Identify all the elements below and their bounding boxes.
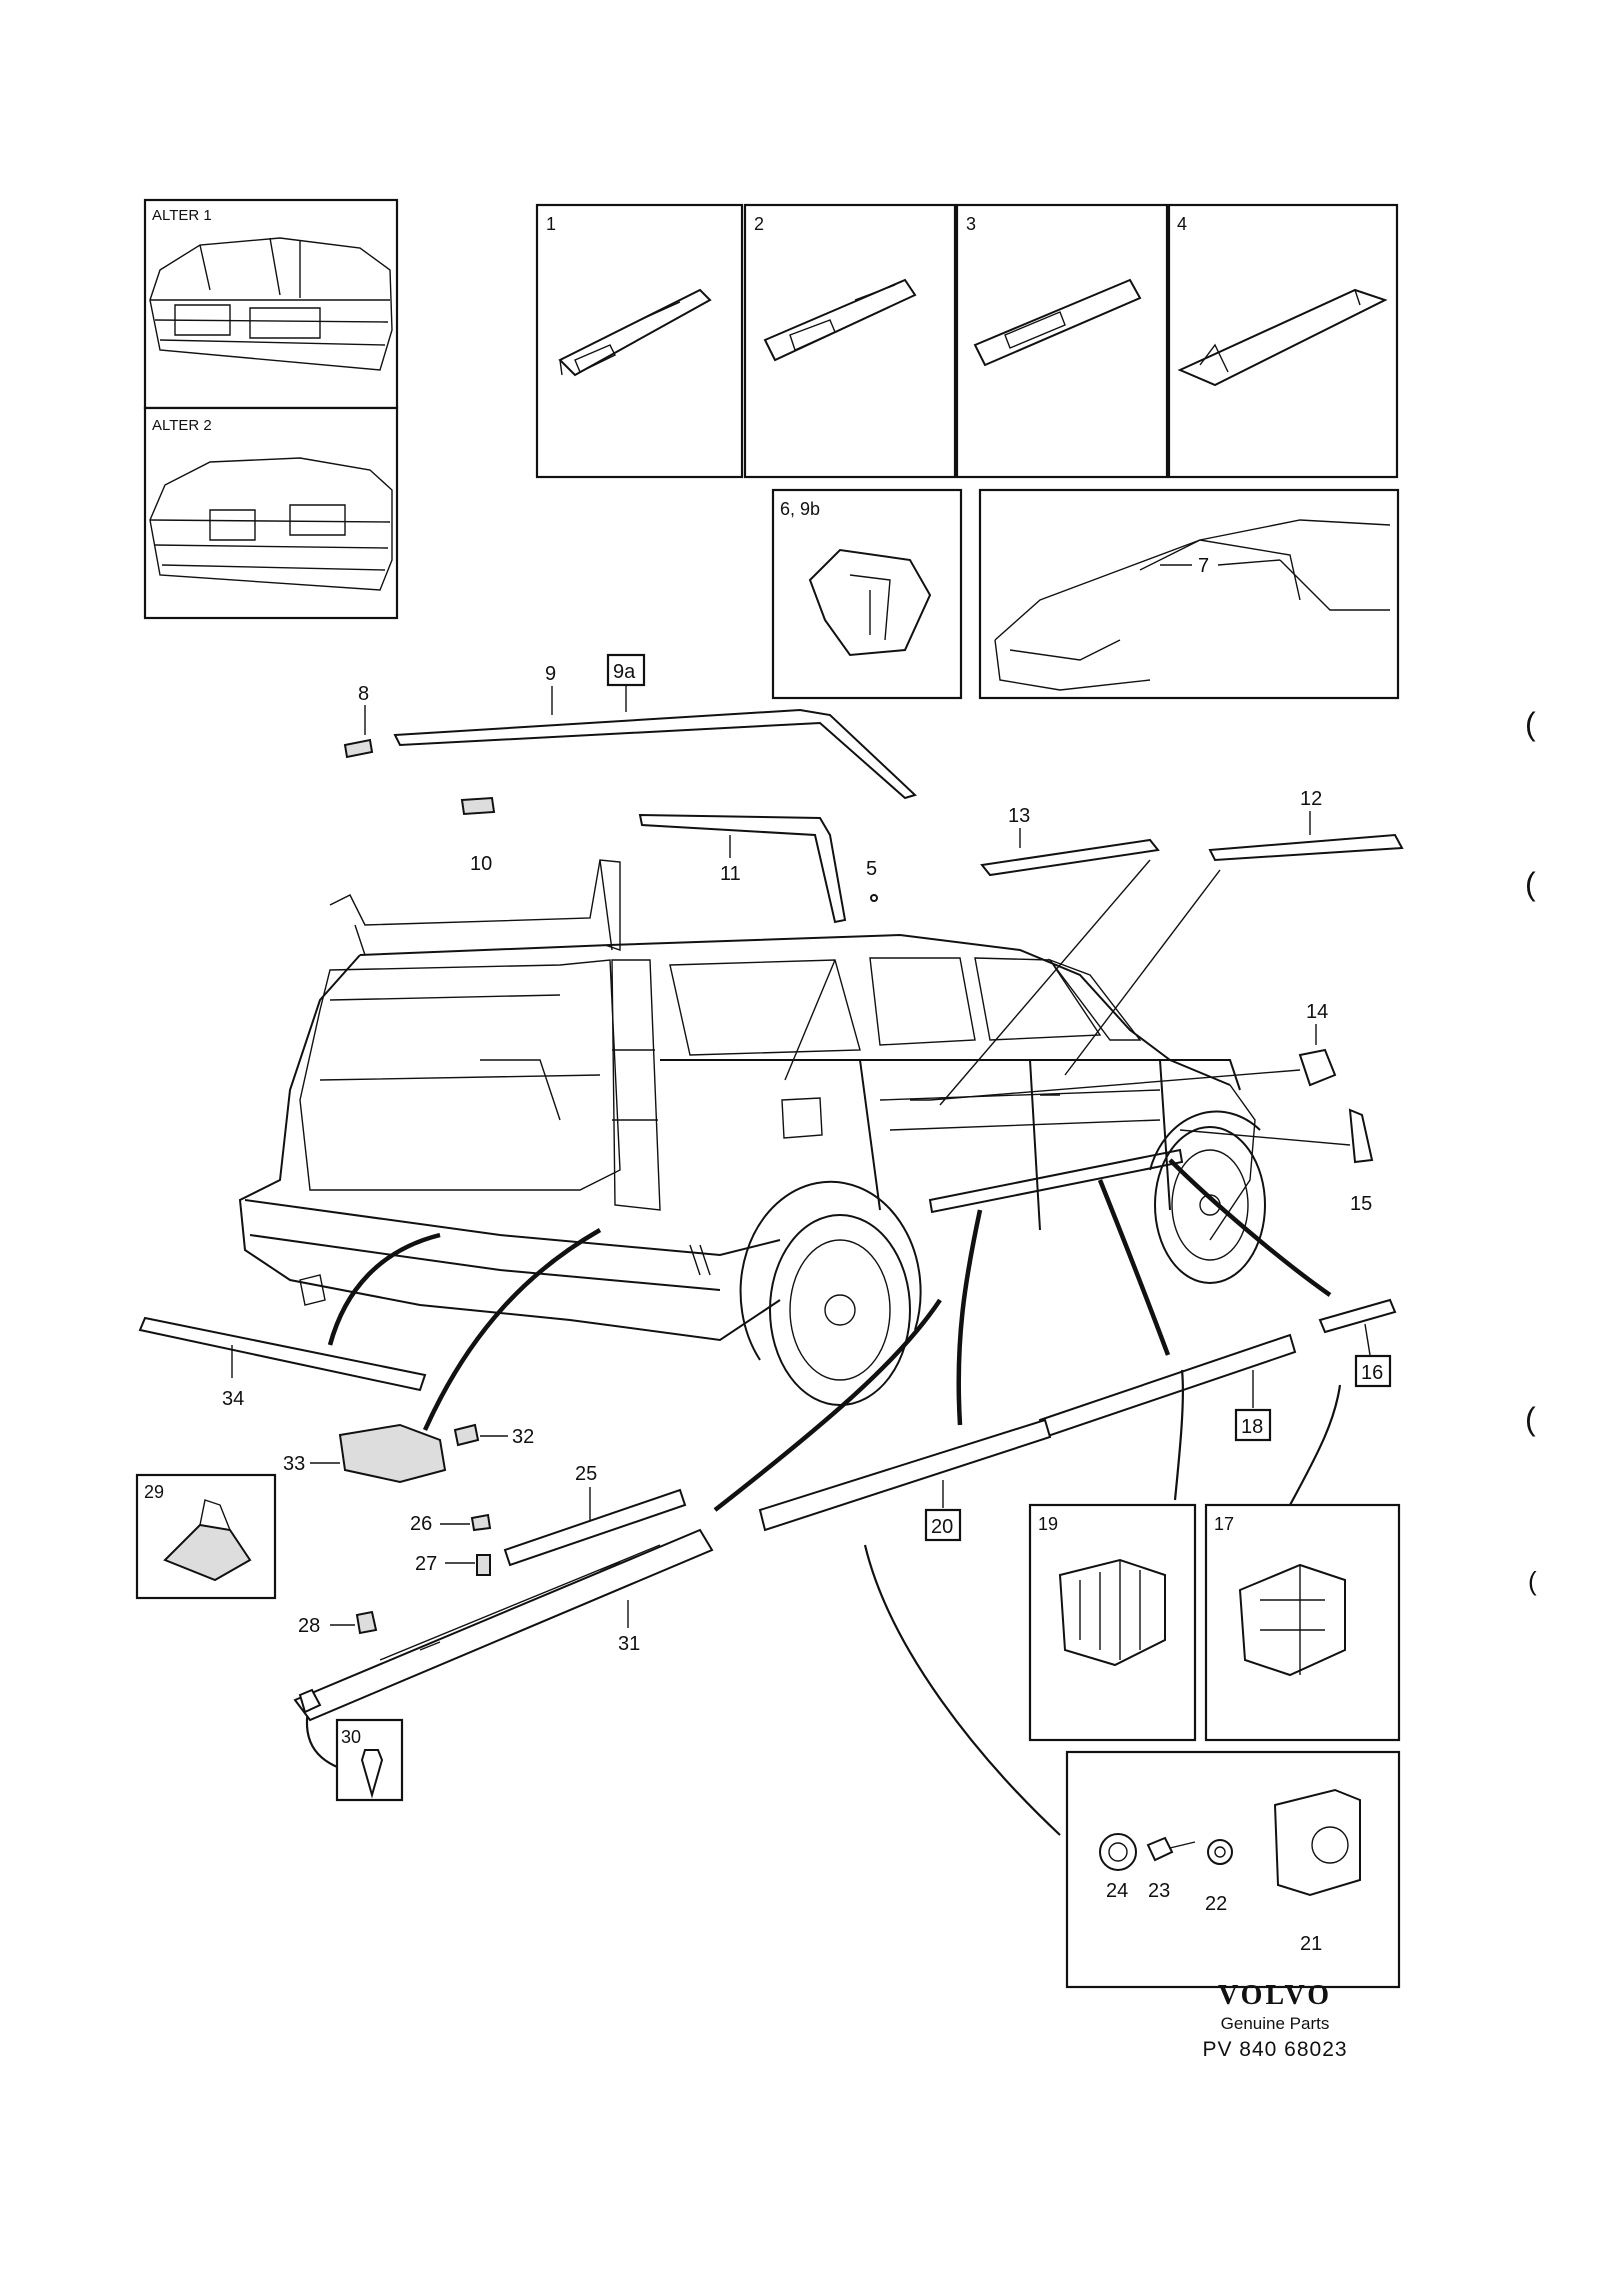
door-top-mouldings: 13 12: [980, 788, 1404, 877]
callout-26: 26: [410, 1513, 432, 1535]
panel-19-label: 19: [1038, 1514, 1058, 1534]
callout-15: 15: [1350, 1193, 1372, 1215]
alter-1-panel: ALTER 1: [143, 198, 399, 410]
callout-28: 28: [298, 1615, 320, 1637]
panel-17: 17: [1204, 1503, 1401, 1742]
sill-assembly: 25 26 27 28 31: [293, 1463, 714, 1722]
alter-2-label: ALTER 2: [152, 417, 212, 434]
callout-8: 8: [358, 683, 369, 705]
alter-2-panel: ALTER 2: [143, 406, 399, 620]
margin-marks: ( ( ( (: [1525, 706, 1537, 1596]
diagram-code: PV 840 68023: [1202, 2038, 1348, 2061]
callout-25: 25: [575, 1463, 597, 1485]
callout-21: 21: [1300, 1933, 1322, 1955]
panel-1: 1: [535, 203, 744, 479]
margin-mark: (: [1525, 706, 1536, 742]
callout-23: 23: [1148, 1880, 1170, 1902]
callout-27: 27: [415, 1553, 437, 1575]
callout-14: 14: [1306, 1001, 1328, 1023]
margin-mark: (: [1525, 1401, 1536, 1437]
callout-12: 12: [1300, 788, 1322, 810]
callout-24: 24: [1106, 1880, 1128, 1902]
panel-29-label: 29: [144, 1482, 164, 1502]
panel-2: 2: [743, 203, 957, 479]
genuine-parts-label: Genuine Parts: [1220, 2014, 1330, 2033]
arrows: [305, 859, 1351, 1836]
callout-9: 9: [545, 663, 556, 685]
callout-5: 5: [866, 858, 877, 880]
callout-9a: 9a: [613, 661, 636, 683]
callout-22: 22: [1205, 1893, 1227, 1915]
callout-33: 33: [283, 1453, 305, 1475]
panel-29: 29: [135, 1473, 277, 1600]
car-body: [238, 859, 1266, 1406]
panel-4-label: 4: [1177, 214, 1187, 234]
callout-13: 13: [1008, 805, 1030, 827]
panel-30: 30: [335, 1718, 404, 1802]
side-mouldings: 16 18 20: [758, 1298, 1397, 1542]
roof-moulding: 8 9 9a 10: [343, 653, 917, 875]
panel-2-label: 2: [754, 214, 764, 234]
panel-1-label: 1: [546, 214, 556, 234]
margin-mark: (: [1525, 866, 1536, 902]
panel-windshield: 7: [978, 488, 1400, 700]
callout-20: 20: [931, 1516, 953, 1538]
panel-19: 19: [1028, 1503, 1197, 1742]
callout-34: 34: [222, 1388, 244, 1410]
panel-fasteners: 24 23 22 21: [1065, 1750, 1401, 1989]
callout-31: 31: [618, 1633, 640, 1655]
bumper-trim: 34 33 32: [138, 1316, 534, 1484]
callout-32: 32: [512, 1426, 534, 1448]
panel-17-label: 17: [1214, 1514, 1234, 1534]
panel-6-9b-label: 6, 9b: [780, 499, 820, 519]
panel-3-label: 3: [966, 214, 976, 234]
callout-11: 11: [720, 863, 741, 885]
panel-3: 3: [955, 203, 1169, 479]
panel-6-9b: 6, 9b: [771, 488, 963, 700]
callout-7: 7: [1198, 555, 1209, 577]
pillar-trim: 11 5: [638, 813, 878, 924]
footer: VOLVO Genuine Parts PV 840 68023: [1175, 1980, 1375, 2062]
mirror-parts: 14 15: [1298, 1001, 1374, 1215]
panel-4: 4: [1167, 203, 1399, 479]
margin-mark: (: [1528, 1566, 1537, 1596]
callout-10: 10: [470, 853, 492, 875]
alter-1-label: ALTER 1: [152, 207, 212, 224]
callout-18: 18: [1241, 1416, 1263, 1438]
panel-30-label: 30: [341, 1727, 361, 1747]
brand-logo: VOLVO: [1218, 1980, 1332, 2011]
callout-16: 16: [1361, 1362, 1383, 1384]
